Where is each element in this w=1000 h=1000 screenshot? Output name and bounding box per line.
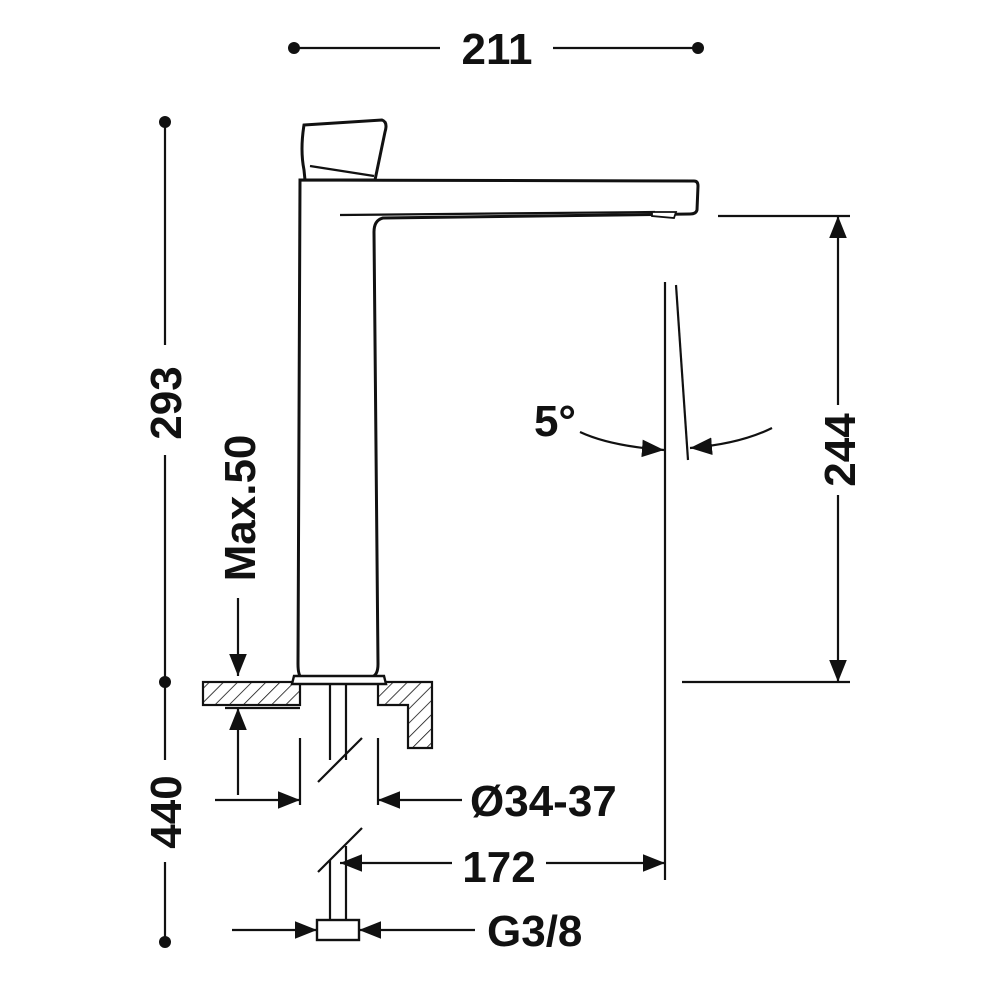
width-dimension: 211: [288, 25, 704, 74]
aerator: [651, 211, 678, 219]
max-deck-label: Max.50: [216, 435, 265, 582]
height-total-label: 293: [142, 366, 191, 439]
hole-diameter-dimension: Ø34-37: [215, 738, 617, 826]
width-total-label: 211: [462, 25, 533, 74]
break-line: [317, 827, 363, 873]
spout-reach-dimension: 172: [340, 282, 667, 892]
spout-height-dimension: 244: [682, 214, 865, 684]
hole-diameter-label: Ø34-37: [470, 777, 617, 826]
left-height-dimensions: 293 440: [142, 116, 191, 948]
spout-column: [296, 178, 700, 680]
spout-reach-label: 172: [462, 843, 535, 892]
break-line: [317, 737, 363, 783]
connection-dimension: G3/8: [232, 907, 582, 956]
angle-annotation: 5°: [534, 284, 773, 461]
angle-label: 5°: [534, 397, 576, 446]
height-below-label: 440: [142, 775, 191, 848]
max-deck-dimension: Max.50: [216, 435, 300, 795]
faucet-body: [290, 118, 700, 942]
base-flange: [290, 674, 388, 686]
connection-label: G3/8: [487, 907, 582, 956]
spout-height-label: 244: [816, 413, 865, 487]
countertop: [201, 680, 434, 750]
g38-connector: [315, 918, 361, 942]
